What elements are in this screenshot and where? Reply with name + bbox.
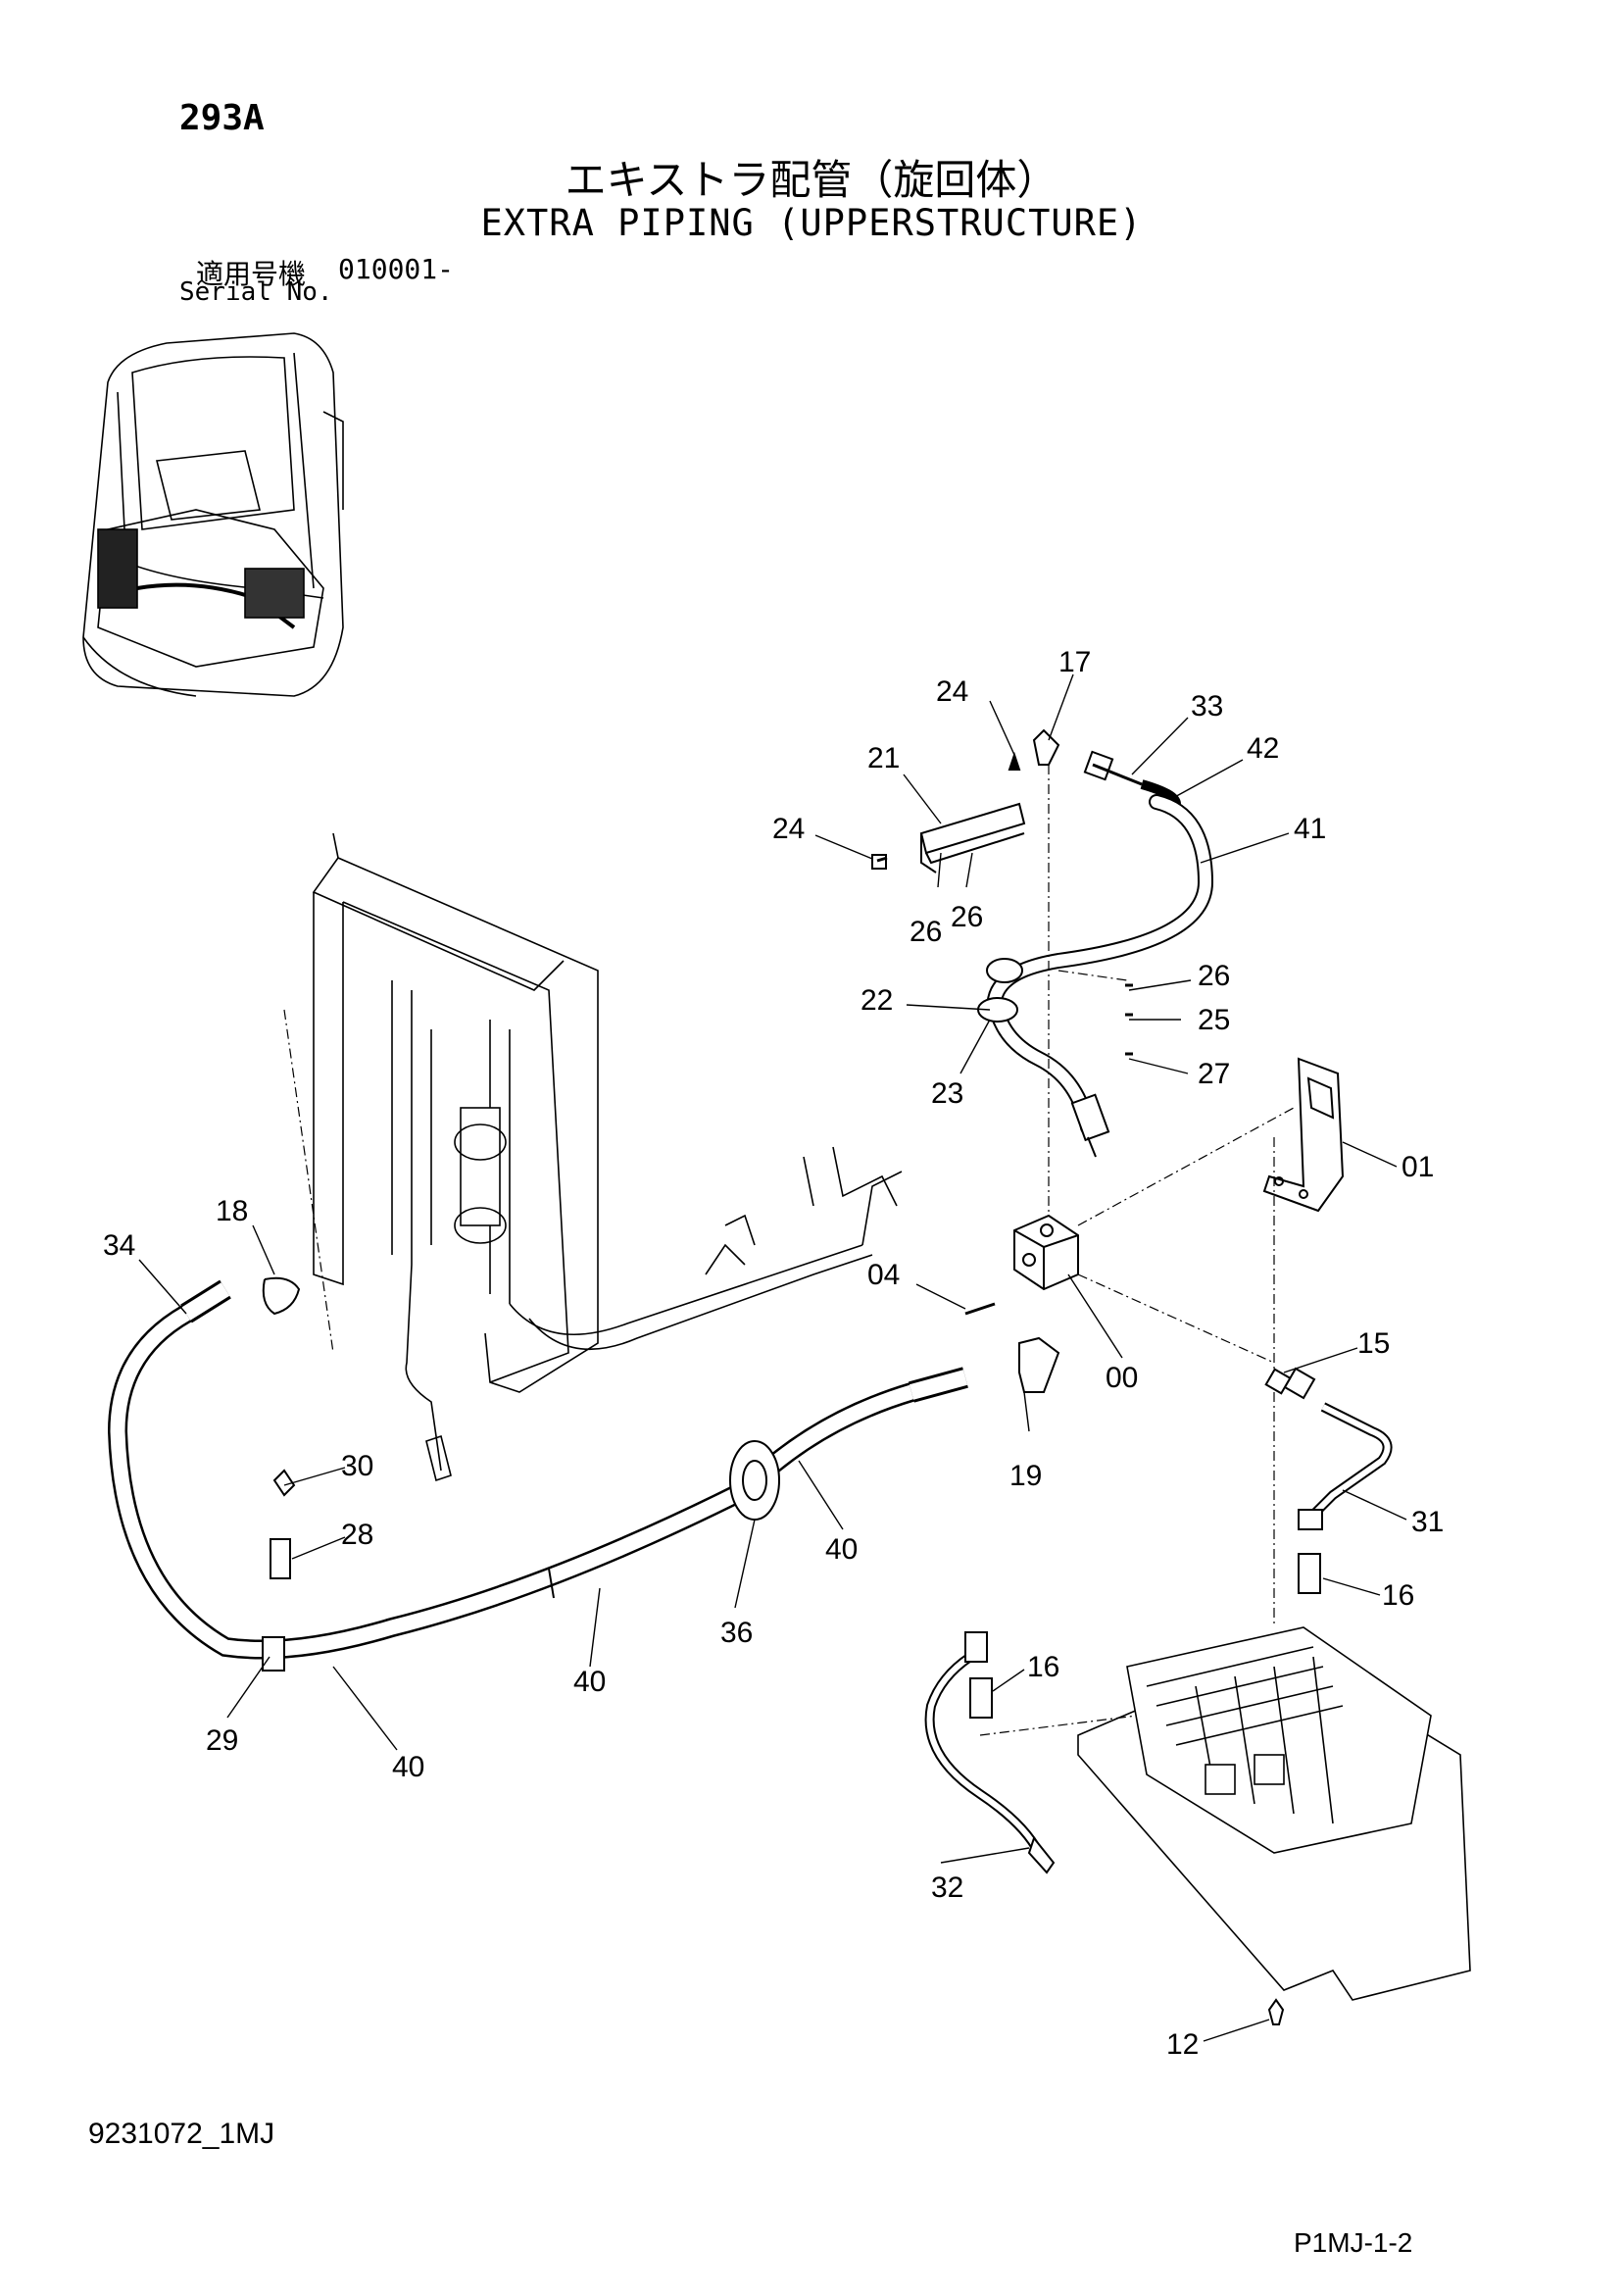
hose-31 (1283, 1367, 1393, 1594)
sheet-reference: P1MJ-1-2 (1294, 2227, 1413, 2258)
callout-15: 15 (1357, 1327, 1390, 1360)
page-code: 293A (179, 98, 265, 138)
upper-hose-41 (977, 750, 1214, 1158)
callout-25: 25 (1198, 1004, 1230, 1036)
callout-24: 24 (936, 675, 968, 708)
callout-40-b: 40 (573, 1666, 606, 1698)
callout-34: 34 (103, 1229, 135, 1262)
callout-21: 21 (867, 742, 900, 774)
callout-18: 18 (216, 1195, 248, 1227)
block-00 (964, 1214, 1079, 1316)
cooler-assembly (312, 832, 903, 1482)
serial-label-japanese: 適用号機 (196, 258, 307, 290)
callout-36: 36 (720, 1617, 753, 1649)
callout-23: 23 (931, 1077, 963, 1110)
callout-12: 12 (1166, 2028, 1199, 2061)
bracket-21 (871, 802, 1026, 873)
callout-labels: 17 24 33 42 21 41 24 26 26 26 22 25 27 2… (103, 646, 1444, 2061)
callout-32: 32 (931, 1872, 963, 1904)
callout-41: 41 (1294, 813, 1326, 845)
serial-value: 010001- (338, 253, 455, 285)
callout-40-c: 40 (392, 1751, 424, 1783)
callout-40-a: 40 (825, 1533, 858, 1566)
callout-16-a: 16 (1382, 1579, 1414, 1612)
callout-19: 19 (1009, 1460, 1042, 1492)
center-lines (283, 765, 1295, 1736)
callout-27: 27 (1198, 1058, 1230, 1090)
callout-31: 31 (1411, 1506, 1444, 1538)
callout-42: 42 (1247, 732, 1279, 765)
callout-16-b: 16 (1027, 1651, 1059, 1683)
callout-28: 28 (341, 1519, 373, 1551)
callout-leaders (138, 674, 1407, 2042)
callout-26-a: 26 (910, 916, 942, 948)
document-number: 9231072_1MJ (88, 2118, 275, 2150)
callout-24-b: 24 (772, 813, 805, 845)
hose-32 (924, 1631, 1056, 1874)
title-japanese: エキストラ配管（旋回体） (565, 156, 1058, 204)
callout-29: 29 (206, 1724, 238, 1757)
callout-26-c: 26 (1198, 960, 1230, 992)
title-english: EXTRA PIPING (UPPERSTRUCTURE) (480, 202, 1143, 244)
machine-thumbnail (82, 332, 344, 697)
small-parts (270, 728, 1292, 2025)
callout-17: 17 (1058, 646, 1091, 678)
callout-33: 33 (1191, 690, 1223, 723)
callout-30: 30 (341, 1450, 373, 1482)
hose-40 (107, 1276, 1060, 1672)
callout-00: 00 (1106, 1362, 1138, 1394)
bracket-01 (1262, 1057, 1345, 1213)
control-valve (1077, 1626, 1471, 2001)
callout-04: 04 (867, 1259, 900, 1291)
callout-22: 22 (861, 984, 893, 1017)
serial-label-english: Serial No. (179, 277, 333, 307)
callout-26-b: 26 (951, 901, 983, 933)
callout-01: 01 (1402, 1151, 1434, 1183)
